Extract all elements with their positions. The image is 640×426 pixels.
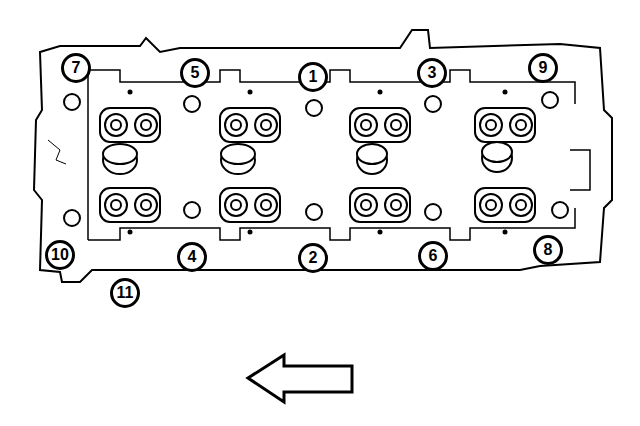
callout-text: 10 [51,247,69,263]
callout-number: 9 [528,53,558,83]
callout-text: 9 [539,60,548,76]
callout-number: 1 [298,62,328,92]
callout-text: 6 [429,248,438,264]
callout-text: 3 [428,65,437,81]
callout-number: 3 [417,58,447,88]
callout-text: 5 [191,65,200,81]
callout-number: 2 [298,243,328,273]
callout-text: 2 [309,250,318,266]
callout-text: 11 [117,285,134,301]
callout-number: 8 [533,235,563,265]
front-arrow [248,355,352,402]
callout-number: 5 [180,58,210,88]
callout-text: 4 [188,249,197,265]
callout-text: 7 [72,60,81,76]
callout-number: 4 [177,242,207,272]
callout-text: 8 [544,242,553,258]
callout-number: 6 [418,241,448,271]
callout-text: 1 [309,69,318,85]
callout-number: 10 [45,240,75,270]
callout-number: 11 [110,278,140,308]
callout-number: 7 [61,53,91,83]
